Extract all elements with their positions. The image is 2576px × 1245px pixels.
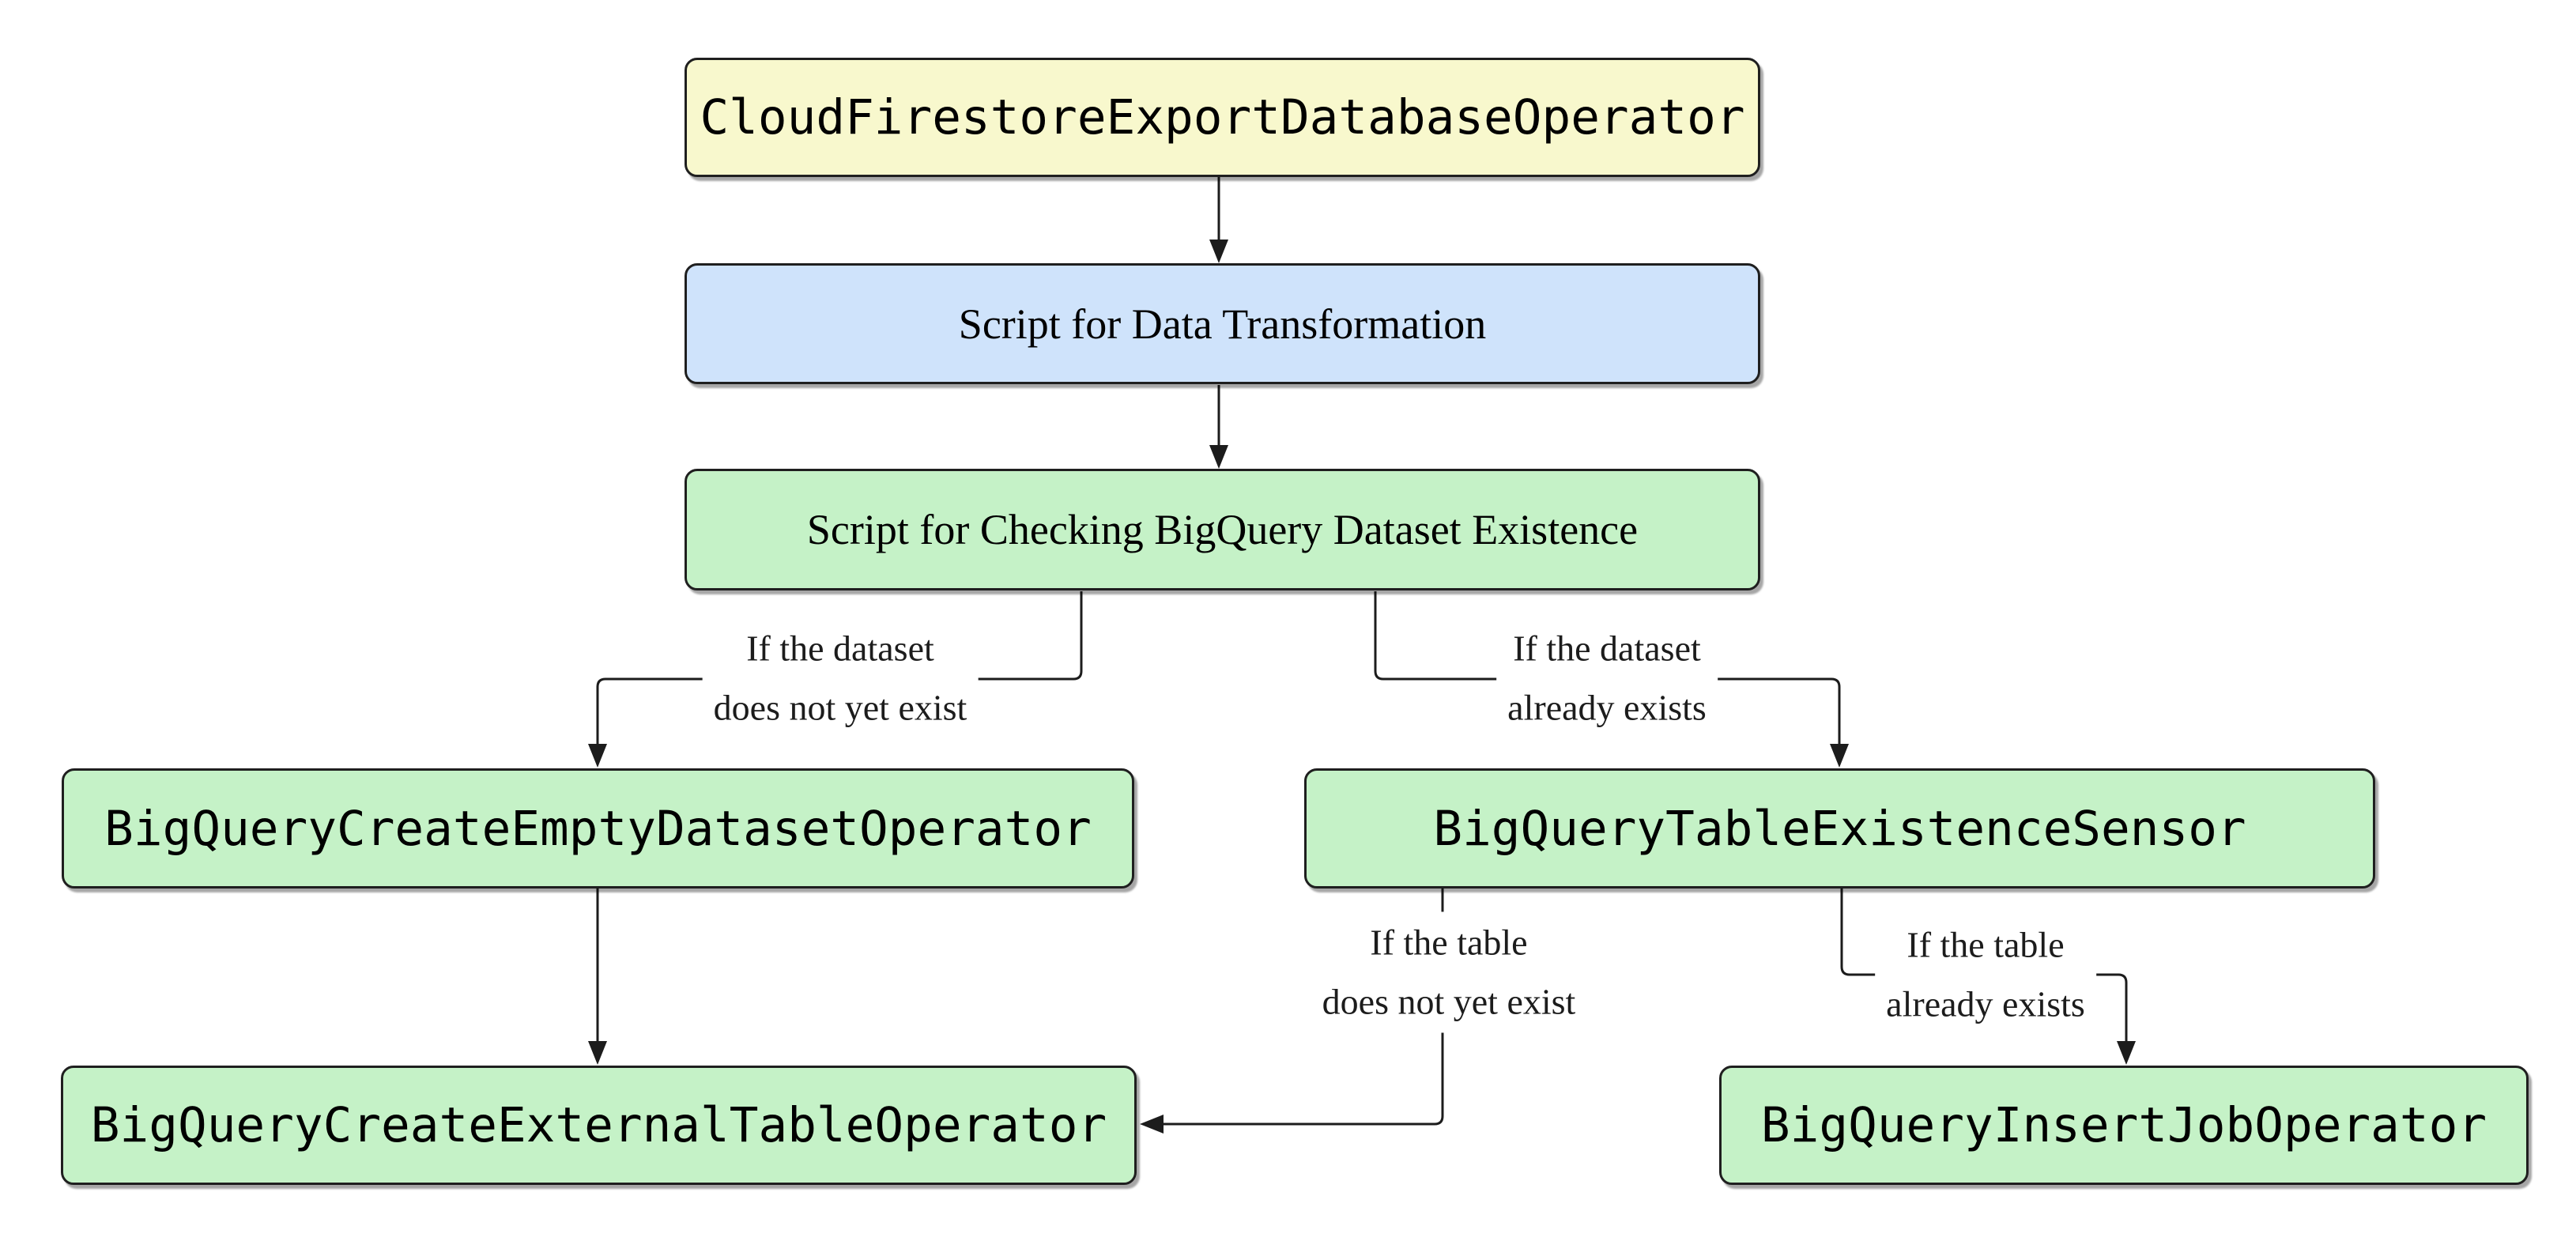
edge-label-line: If the table	[1370, 922, 1528, 963]
arrowhead-external-right	[1140, 1115, 1164, 1134]
edge-label-line: If the dataset	[746, 628, 934, 669]
node-script-data-transformation: Script for Data Transformation	[685, 263, 1760, 384]
node-label: BigQueryTableExistenceSensor	[1433, 800, 2246, 857]
edge-label-dataset-not-exist: If the dataset does not yet exist	[702, 617, 979, 739]
node-label: BigQueryInsertJobOperator	[1760, 1097, 2487, 1153]
node-bigquery-create-empty-dataset-operator: BigQueryCreateEmptyDatasetOperator	[62, 768, 1134, 888]
node-label: BigQueryCreateEmptyDatasetOperator	[104, 800, 1092, 857]
edge-label-line: does not yet exist	[1322, 981, 1576, 1021]
edge-sensor-to-external	[1164, 888, 1444, 1126]
arrowhead-insert	[2117, 1041, 2136, 1065]
node-bigquery-table-existence-sensor: BigQueryTableExistenceSensor	[1304, 768, 2375, 888]
arrowhead-external-top	[588, 1041, 607, 1065]
node-cloud-firestore-export-database-operator: CloudFirestoreExportDatabaseOperator	[685, 58, 1760, 177]
node-label: Script for Checking BigQuery Dataset Exi…	[806, 506, 1639, 553]
node-bigquery-create-external-table-operator: BigQueryCreateExternalTableOperator	[61, 1066, 1137, 1185]
edge-label-dataset-exists: If the dataset already exists	[1496, 617, 1718, 739]
arrowhead-check	[1209, 445, 1228, 469]
edge-label-table-exists: If the table already exists	[1875, 914, 2096, 1036]
edge-label-line: If the table	[1907, 924, 2065, 965]
arrowhead-transform	[1209, 240, 1228, 263]
edge-label-line: already exists	[1886, 983, 2085, 1024]
node-label: Script for Data Transformation	[958, 300, 1487, 348]
edge-label-line: does not yet exist	[713, 687, 967, 727]
edge-label-table-not-exist: If the table does not yet exist	[1311, 911, 1587, 1033]
arrowhead-sensor	[1830, 744, 1849, 768]
edge-label-line: already exists	[1507, 687, 1707, 727]
node-bigquery-insert-job-operator: BigQueryInsertJobOperator	[1719, 1066, 2529, 1185]
node-label: BigQueryCreateExternalTableOperator	[90, 1097, 1107, 1153]
node-label: CloudFirestoreExportDatabaseOperator	[700, 89, 1745, 145]
edge-label-line: If the dataset	[1513, 628, 1701, 669]
arrowhead-create-empty	[588, 744, 607, 768]
node-script-checking-bigquery-dataset-existence: Script for Checking BigQuery Dataset Exi…	[685, 469, 1760, 590]
